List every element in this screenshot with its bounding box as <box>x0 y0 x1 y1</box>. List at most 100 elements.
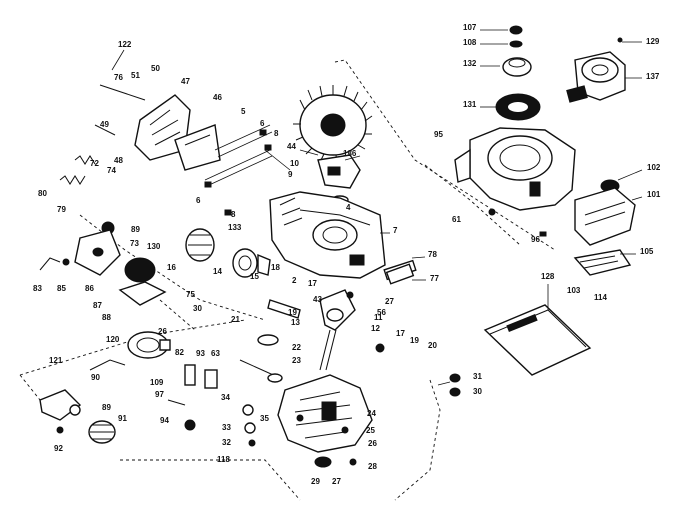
blower-housing <box>454 127 576 237</box>
part-label-l5: 5 <box>241 107 246 116</box>
part-label-l25: 25 <box>366 426 375 435</box>
part-label-l96: 96 <box>531 235 540 244</box>
part-label-l86: 86 <box>85 284 94 293</box>
flywheel <box>293 85 373 164</box>
part-label-l89b: 89 <box>102 403 111 412</box>
part-label-l35: 35 <box>260 414 269 423</box>
part-label-l11: 11 <box>374 313 383 322</box>
part-label-l107: 107 <box>463 23 477 32</box>
part-label-l137: 137 <box>646 72 660 81</box>
part-label-l32: 32 <box>222 438 231 447</box>
part-label-l12: 12 <box>371 324 380 333</box>
part-label-l61: 61 <box>452 215 461 224</box>
part-label-l89: 89 <box>131 225 140 234</box>
part-label-l90: 90 <box>91 373 100 382</box>
part-label-l23: 23 <box>292 356 301 365</box>
part-label-l47: 47 <box>181 77 190 86</box>
part-label-l14: 14 <box>213 267 222 276</box>
part-label-l2: 2 <box>292 276 297 285</box>
part-label-l121: 121 <box>49 356 63 365</box>
air-cleaner <box>573 179 636 276</box>
part-label-l19b: 19 <box>410 336 419 345</box>
part-label-l27b: 27 <box>332 477 341 486</box>
part-label-l20: 20 <box>428 341 437 350</box>
assembly-guide-lines <box>19 59 556 501</box>
part-label-l46: 46 <box>213 93 222 102</box>
part-label-l82: 82 <box>175 348 184 357</box>
part-label-l6a: 6 <box>260 119 265 128</box>
carburetor <box>185 228 271 278</box>
part-label-l77: 77 <box>430 274 439 283</box>
part-label-l22: 22 <box>292 343 301 352</box>
fuel-system-parts <box>39 359 218 444</box>
part-label-l29: 29 <box>311 477 320 486</box>
part-label-l49: 49 <box>100 120 109 129</box>
part-label-l56: 56 <box>377 308 386 317</box>
muffler <box>127 331 171 359</box>
part-label-l131: 131 <box>463 100 477 109</box>
part-label-l78: 78 <box>428 250 437 259</box>
part-label-l88: 88 <box>102 313 111 322</box>
part-label-l8b: 8 <box>231 210 236 219</box>
part-label-l72: 72 <box>90 159 99 168</box>
part-label-l10: 10 <box>290 159 299 168</box>
part-label-l44: 44 <box>287 142 296 151</box>
crankcase-base <box>242 374 373 468</box>
part-label-l132: 132 <box>463 59 477 68</box>
part-label-l79: 79 <box>57 205 66 214</box>
part-label-l80: 80 <box>38 189 47 198</box>
cylinder-head-assembly <box>94 84 273 216</box>
part-label-l6b: 6 <box>196 196 201 205</box>
part-label-l43: 43 <box>313 295 322 304</box>
owners-manual <box>483 304 592 376</box>
part-label-l94: 94 <box>160 416 169 425</box>
part-label-l17b: 17 <box>396 329 405 338</box>
breather-gasket <box>385 263 415 285</box>
part-label-l28: 28 <box>368 462 377 471</box>
part-label-l27: 27 <box>385 297 394 306</box>
part-label-l74: 74 <box>107 166 116 175</box>
part-label-l128: 128 <box>541 272 555 281</box>
part-label-l31: 31 <box>473 372 482 381</box>
part-label-l130: 130 <box>147 242 161 251</box>
part-label-l51: 51 <box>131 71 140 80</box>
part-label-l13: 13 <box>291 318 300 327</box>
part-label-l8a: 8 <box>274 129 279 138</box>
part-label-l26b: 26 <box>368 439 377 448</box>
part-label-l21: 21 <box>231 315 240 324</box>
label-leader-lines <box>111 29 643 386</box>
starter-cup-and-rings <box>495 25 541 121</box>
part-label-l63: 63 <box>211 349 220 358</box>
part-label-l7: 7 <box>393 226 398 235</box>
cylinder-block <box>269 191 386 279</box>
governor-bracket <box>74 229 121 276</box>
part-label-l30: 30 <box>193 304 202 313</box>
part-label-l120: 120 <box>106 335 120 344</box>
part-label-l129: 129 <box>646 37 660 46</box>
part-label-l101: 101 <box>647 190 661 199</box>
part-label-l87: 87 <box>93 301 102 310</box>
part-label-l97: 97 <box>155 390 164 399</box>
part-label-l26a: 26 <box>158 327 167 336</box>
part-label-l91: 91 <box>118 414 127 423</box>
part-label-l85: 85 <box>57 284 66 293</box>
part-label-l105: 105 <box>640 247 654 256</box>
part-label-l16: 16 <box>167 263 176 272</box>
part-label-l108: 108 <box>463 38 477 47</box>
part-label-l118: 118 <box>217 455 230 464</box>
part-label-l103: 103 <box>567 286 581 295</box>
part-label-l95: 95 <box>434 130 443 139</box>
nuts-31-30 <box>449 373 461 397</box>
part-label-l15: 15 <box>250 272 259 281</box>
part-label-l4: 4 <box>346 203 351 212</box>
rewind-starter <box>566 37 626 103</box>
part-label-l122: 122 <box>118 40 132 49</box>
part-label-l114: 114 <box>594 293 607 302</box>
part-label-l33: 33 <box>222 423 231 432</box>
part-label-l19a: 19 <box>288 308 297 317</box>
part-label-l34: 34 <box>221 393 230 402</box>
part-label-l102: 102 <box>647 163 661 172</box>
